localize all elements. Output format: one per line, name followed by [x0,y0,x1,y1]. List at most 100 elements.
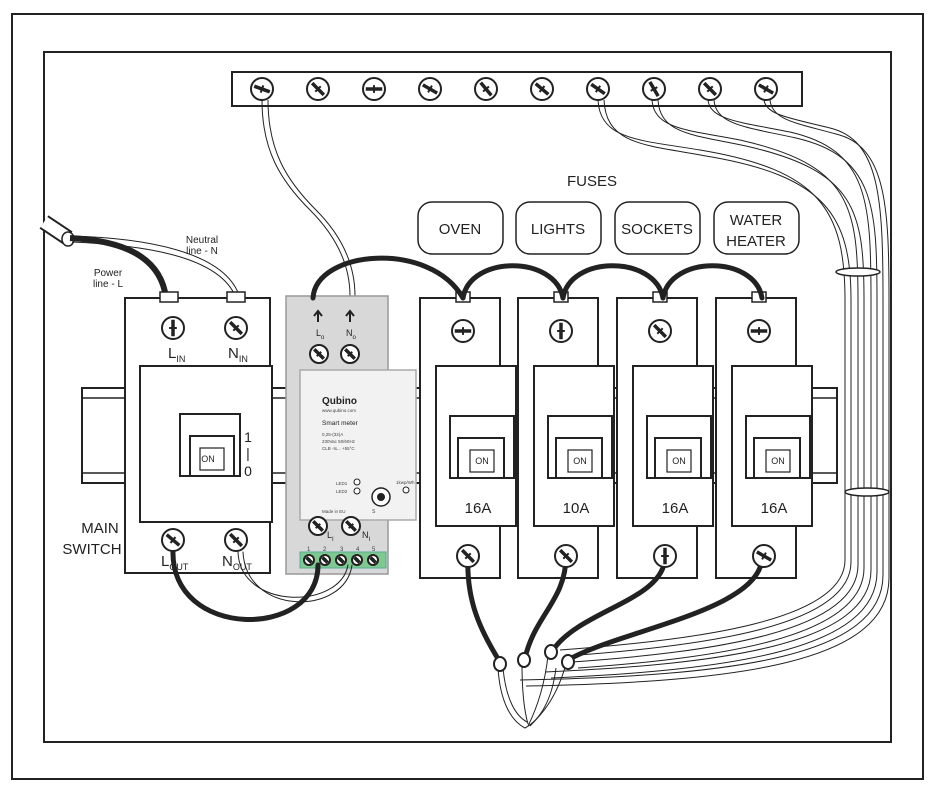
meter-terminal-screw-icon [335,554,347,566]
bus-bar-screw-icon [698,77,722,101]
smart-meter: Qubino www.qubino.com Smart meter 0,25-(… [285,295,417,575]
fuse-bottom-screw-icon [554,544,578,568]
fuse-rating: 16A [761,500,788,517]
fuse-on-label: ON [672,456,686,466]
meter-s-button-center [377,493,385,501]
meter-lo-screw-icon [309,344,329,364]
fuse-bottom-screw-icon [456,544,480,568]
meter-made-in: Made in EU [322,509,346,514]
bus-bar-screw-icon [362,77,386,101]
meter-spec-3: CLB -ts... +55°C [322,446,355,451]
fuse-top-screw-icon [747,319,771,343]
fuse-name-label: SOCKETS [614,201,701,255]
l-out-label: LOUT [161,553,189,572]
meter-s-label: S [372,509,376,515]
n-in-screw-icon [224,316,248,340]
l-in-label: LIN [168,345,185,364]
fuse-name-text: SOCKETS [621,221,693,238]
wire-junction [493,644,575,729]
bus-bar-screw-icon [306,77,330,101]
meter-kwh: 1kwp/Wh [396,480,415,485]
meter-terminal-1: 1 [307,547,311,553]
fuse-name-label: LIGHTS [515,201,602,255]
l-out-screw-icon [161,528,185,552]
meter-ni-screw-icon [341,516,361,536]
fuse-top-screw-icon [648,319,672,343]
main-switch-label-line2: SWITCH [62,541,121,558]
neutral-line-label-1: Neutral [186,235,218,246]
fuse-name-label: OVEN [417,201,504,255]
bus-bar-screw-icon [530,77,554,101]
meter-led2-indicator [353,487,361,495]
fuse-rating: 16A [662,500,689,517]
meter-no-label: No [346,328,357,341]
meter-model: Smart meter [322,420,359,427]
fuses-heading: FUSES [567,173,617,190]
meter-terminal-3: 3 [340,547,344,553]
fuse-on-label: ON [771,456,785,466]
meter-terminal-screw-icon [351,554,363,566]
meter-lo-arrow-icon [313,309,323,322]
bus-bar-screw-icon [250,77,274,101]
main-switch-scale-mid: | [246,445,250,461]
power-line-label-1: Power [94,268,123,279]
meter-brand: Qubino [322,396,357,407]
neutral-line-label-2: line - N [186,246,218,257]
bus-bar-screw-icon [418,77,442,101]
fuse-name-text: OVEN [439,221,482,238]
n-in-label: NIN [228,345,248,364]
fuse-name-line1: WATER [730,212,783,229]
fuse-rating: 10A [563,500,590,517]
main-switch-scale-top: 1 [244,429,252,445]
outer-frame [11,13,924,780]
meter-terminal-4: 4 [356,547,360,553]
meter-led1-indicator [353,478,361,486]
fuse-breaker: ON 16A [616,291,714,579]
meter-spec-2: 230Vac 50/60Hz [322,439,356,444]
bus-bar-screw-icon [642,77,666,101]
power-line-label-2: line - L [93,279,123,290]
meter-li-label: LI [327,530,334,543]
neutral-bus-bar [231,71,803,107]
meter-li-screw-icon [308,516,328,536]
meter-terminal-5: 5 [372,547,376,553]
meter-kwh-indicator [402,486,410,494]
meter-website: www.qubino.com [322,408,356,413]
fuse-breaker: ON 10A [517,291,615,579]
fuse-top-screw-icon [451,319,475,343]
meter-neutral-out-wire-edge [267,99,356,297]
fuse-bottom-screw-icon [752,544,776,568]
bus-bar-screw-icon [754,77,778,101]
fuse-top-screw-icon [549,319,573,343]
fuse-rating: 16A [465,500,492,517]
meter-lo-label: Lo [316,328,325,341]
fuse-bottom-screw-icon [653,544,677,568]
main-switch: ON 1 | 0 [124,291,273,574]
enclosure-frame [43,51,892,743]
meter-terminal-screw-icon [319,554,331,566]
fuse-breaker: ON 16A [715,291,813,579]
meter-no-screw-icon [340,344,360,364]
incoming-power-cable [39,215,241,299]
bus-bar-screw-icon [586,77,610,101]
meter-ni-label: NI [362,530,371,543]
meter-led2: LED2 [336,489,348,494]
meter-neutral-out-wire [261,99,351,297]
main-switch-output-wires [170,547,353,622]
fuse-output-wires [465,553,765,665]
live-bridge-wires [310,255,765,301]
bus-bar-screw-icon [474,77,498,101]
neutral-wire-bundle [519,99,890,687]
meter-terminal-2: 2 [323,547,327,553]
meter-led1: LED1 [336,481,348,486]
fuse-name-line2: HEATER [726,233,786,250]
meter-terminal-screw-icon [303,554,315,566]
meter-terminal-screw-icon [367,554,379,566]
main-switch-scale-bottom: 0 [244,463,252,479]
meter-no-arrow-icon [345,309,355,322]
n-out-label: NOUT [222,553,252,572]
fuse-on-label: ON [573,456,587,466]
main-switch-label-line1: MAIN [81,520,119,537]
